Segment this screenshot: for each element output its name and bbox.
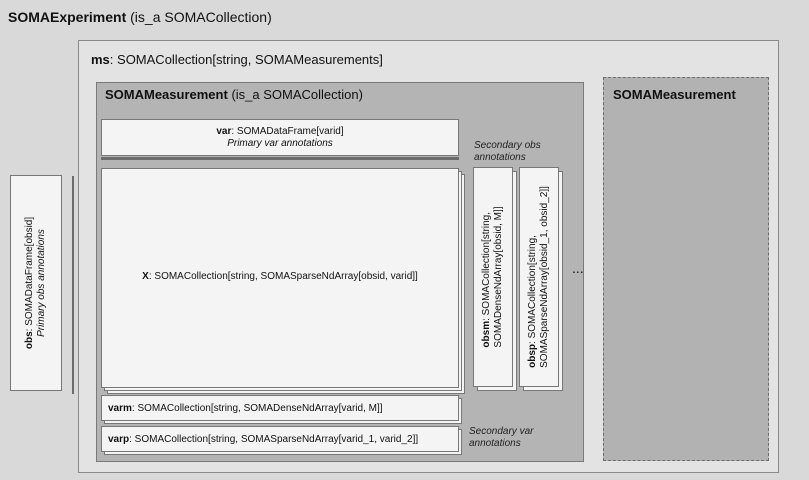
obsp-line-2: SOMASparseNdArray[obsid_1, obsid_2]] bbox=[539, 186, 550, 368]
obsm-type-1: : SOMACollection[string, bbox=[481, 211, 492, 321]
var-desc-text: Primary var annotations bbox=[227, 138, 333, 149]
var-title: var: SOMADataFrame[varid] bbox=[102, 126, 458, 138]
secondary-var-line-1: Secondary var bbox=[469, 426, 534, 437]
obsp-name: obsp bbox=[527, 343, 538, 368]
obs-separator-bar bbox=[72, 176, 74, 394]
secondary-var-label: Secondary var annotations bbox=[469, 426, 533, 450]
obsm-text: obsm: SOMACollection[string, SOMADenseNd… bbox=[481, 206, 505, 347]
experiment-name: SOMAExperiment bbox=[8, 9, 127, 25]
measurement-name: SOMAMeasurement bbox=[105, 87, 228, 102]
obs-text: obs: SOMADataFrame[obsid] Primary obs an… bbox=[24, 217, 48, 349]
x-label: X: SOMACollection[string, SOMASparseNdAr… bbox=[101, 271, 459, 282]
x-name: X bbox=[142, 271, 149, 282]
obsp-text: obsp: SOMACollection[string, SOMASparseN… bbox=[527, 186, 551, 368]
obs-title: obs: SOMADataFrame[obsid] bbox=[24, 217, 36, 349]
obs-name: obs bbox=[24, 331, 35, 350]
obsm-line-2: SOMADenseNdArray[obsid, M]] bbox=[493, 206, 504, 348]
measurement-type: (is_a SOMACollection) bbox=[231, 87, 363, 102]
varm-type: : SOMACollection[string, SOMADenseNdArra… bbox=[131, 403, 383, 414]
x-collection-box bbox=[101, 168, 459, 388]
varp-collection-box: varp: SOMACollection[string, SOMASparseN… bbox=[101, 426, 459, 452]
var-type: : SOMADataFrame[varid] bbox=[231, 126, 344, 137]
experiment-title: SOMAExperiment (is_a SOMACollection) bbox=[8, 9, 272, 25]
obsm-line-1: obsm: SOMACollection[string, bbox=[481, 206, 493, 348]
obs-dataframe-box: obs: SOMADataFrame[obsid] Primary obs an… bbox=[10, 175, 62, 391]
var-separator-bar bbox=[101, 157, 459, 160]
secondary-obs-line-1: Secondary obs bbox=[474, 140, 541, 151]
obs-desc-text: Primary obs annotations bbox=[36, 229, 47, 337]
secondary-var-line-2: annotations bbox=[469, 438, 521, 449]
ms-name: ms bbox=[91, 52, 110, 67]
var-dataframe-box: var: SOMADataFrame[varid] Primary var an… bbox=[101, 119, 459, 156]
obs-description: Primary obs annotations bbox=[36, 217, 48, 349]
measurement-2-box bbox=[603, 77, 769, 461]
obsp-type-1: : SOMACollection[string, bbox=[527, 235, 538, 344]
ms-type: : SOMACollection[string, SOMAMeasurement… bbox=[109, 52, 383, 67]
varm-collection-box: varm: SOMACollection[string, SOMADenseNd… bbox=[101, 395, 459, 421]
var-description: Primary var annotations bbox=[102, 138, 458, 150]
measurement-2-title: SOMAMeasurement bbox=[613, 87, 736, 102]
obsp-line-1: obsp: SOMACollection[string, bbox=[527, 186, 539, 368]
secondary-obs-line-2: annotations bbox=[474, 152, 526, 163]
measurement-title: SOMAMeasurement (is_a SOMACollection) bbox=[105, 87, 363, 102]
more-measurements-ellipsis: ... bbox=[572, 260, 584, 276]
secondary-obs-label: Secondary obs annotations bbox=[474, 140, 541, 164]
obs-type: : SOMADataFrame[obsid] bbox=[24, 216, 35, 332]
varm-name: varm bbox=[108, 403, 132, 414]
experiment-type: (is_a SOMACollection) bbox=[130, 9, 272, 25]
ms-title: ms: SOMACollection[string, SOMAMeasureme… bbox=[91, 52, 383, 67]
varp-type: : SOMACollection[string, SOMASparseNdArr… bbox=[129, 434, 419, 445]
obsm-collection-box: obsm: SOMACollection[string, SOMADenseNd… bbox=[473, 167, 513, 387]
var-name: var bbox=[216, 126, 232, 137]
x-type: : SOMACollection[string, SOMASparseNdArr… bbox=[148, 271, 418, 282]
varp-name: varp bbox=[108, 434, 130, 445]
obsp-collection-box: obsp: SOMACollection[string, SOMASparseN… bbox=[519, 167, 559, 387]
obsm-name: obsm bbox=[481, 320, 492, 348]
